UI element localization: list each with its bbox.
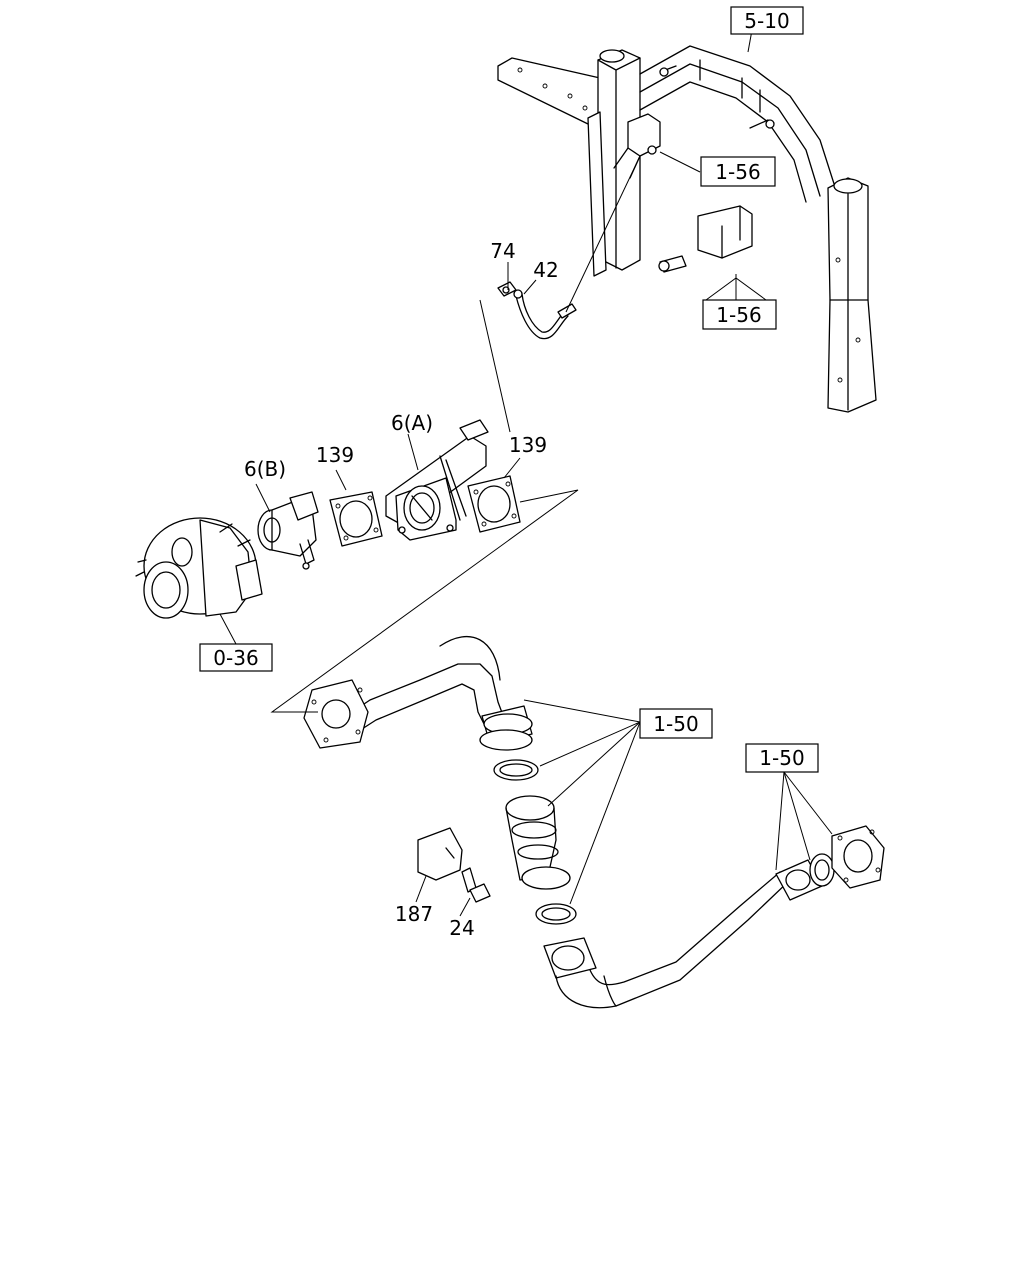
- seal-ring-upper: [493, 759, 539, 781]
- label-ref-1-50-left: 1-50: [639, 708, 713, 739]
- bracket-plate: [658, 205, 753, 273]
- ref-5-10-text: 5-10: [744, 9, 789, 33]
- label-ref-1-56-top: 1-56: [700, 156, 776, 187]
- part-139-right-label: 139: [509, 433, 547, 457]
- rear-flange-plate: [831, 825, 885, 889]
- leader-lines: [219, 29, 833, 917]
- rear-flange-ring: [809, 853, 835, 887]
- ref-0-36-text: 0-36: [213, 646, 258, 670]
- exhaust-brake-6b: [257, 491, 319, 570]
- ref-1-56-top-text: 1-56: [715, 160, 760, 184]
- label-ref-5-10: 5-10: [730, 6, 804, 35]
- exhaust-brake-6a: [385, 419, 489, 541]
- part-139-left-label: 139: [316, 443, 354, 467]
- part-6a-label: 6(A): [391, 411, 433, 435]
- bolt-24: [461, 867, 491, 903]
- gasket-139-right: [467, 475, 521, 533]
- leader-sensor-pipe: [565, 155, 641, 313]
- frame-crossmember: [497, 45, 877, 413]
- pipe-42: [513, 289, 577, 340]
- part-6b-label: 6(B): [244, 457, 286, 481]
- ref-1-50-right-text: 1-50: [759, 746, 804, 770]
- part-42-label: 42: [533, 258, 558, 282]
- gasket-139-left: [329, 491, 383, 547]
- part-187-label: 187: [395, 902, 433, 926]
- ref-1-50-left-text: 1-50: [653, 712, 698, 736]
- flex-pipe: [505, 795, 571, 890]
- clip-74: [497, 281, 517, 297]
- heat-shield-187: [417, 827, 463, 881]
- label-ref-1-50-right: 1-50: [745, 743, 819, 773]
- seal-ring-lower: [535, 903, 577, 925]
- ref-1-56-bottom-text: 1-56: [716, 303, 761, 327]
- label-ref-1-56-bottom: 1-56: [702, 299, 777, 330]
- turbocharger: [135, 517, 263, 619]
- leader-hose-valve: [479, 299, 511, 433]
- label-ref-0-36: 0-36: [199, 643, 273, 672]
- part-74-label: 74: [490, 239, 515, 263]
- part-24-label: 24: [449, 916, 474, 940]
- front-exhaust-pipe: [303, 636, 533, 751]
- rear-exhaust-pipe: [543, 859, 823, 1009]
